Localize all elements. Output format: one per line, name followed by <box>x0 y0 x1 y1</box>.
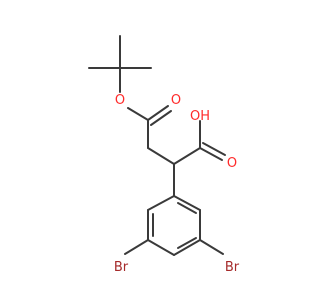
acid-carbonyl-oxygen-label: O <box>227 156 237 171</box>
atom-labels: O O OH O Br Br <box>114 93 240 275</box>
bond-acid-carbonyl-2 <box>202 142 226 156</box>
ring-bond-upper-right-to-top <box>173 195 201 211</box>
chemical-structure-diagram: O O OH O Br Br <box>88 35 240 275</box>
bonds <box>88 35 226 256</box>
bond-ring-to-bromine-left <box>124 239 149 255</box>
ring-bond-top-to-upper-left <box>147 195 175 211</box>
ester-oxygen-label: O <box>115 93 125 108</box>
ring-bond-lower-left-to-bottom <box>147 239 175 256</box>
hydroxyl-label: OH <box>190 109 210 124</box>
bond-ring-to-bromine-right <box>199 239 224 255</box>
bond-ch2-to-stereocenter <box>147 147 175 165</box>
bond-stereocenter-to-acid-carbon <box>173 147 201 165</box>
ring-inner-double-bottom <box>177 237 197 249</box>
bond-acid-carbonyl-1 <box>199 147 223 161</box>
ring-bond-bottom-to-lower-right <box>173 239 201 256</box>
bromine-left-label: Br <box>114 260 129 275</box>
ring-inner-double-top <box>177 202 197 214</box>
bond-ester-carbonyl-1 <box>147 105 169 121</box>
bromine-right-label: Br <box>225 260 240 275</box>
bond-ester-carbonyl-2 <box>150 110 172 126</box>
bond-ester-oxygen-to-carbonyl-carbon <box>127 107 149 121</box>
ester-carbonyl-oxygen-label: O <box>171 93 181 108</box>
